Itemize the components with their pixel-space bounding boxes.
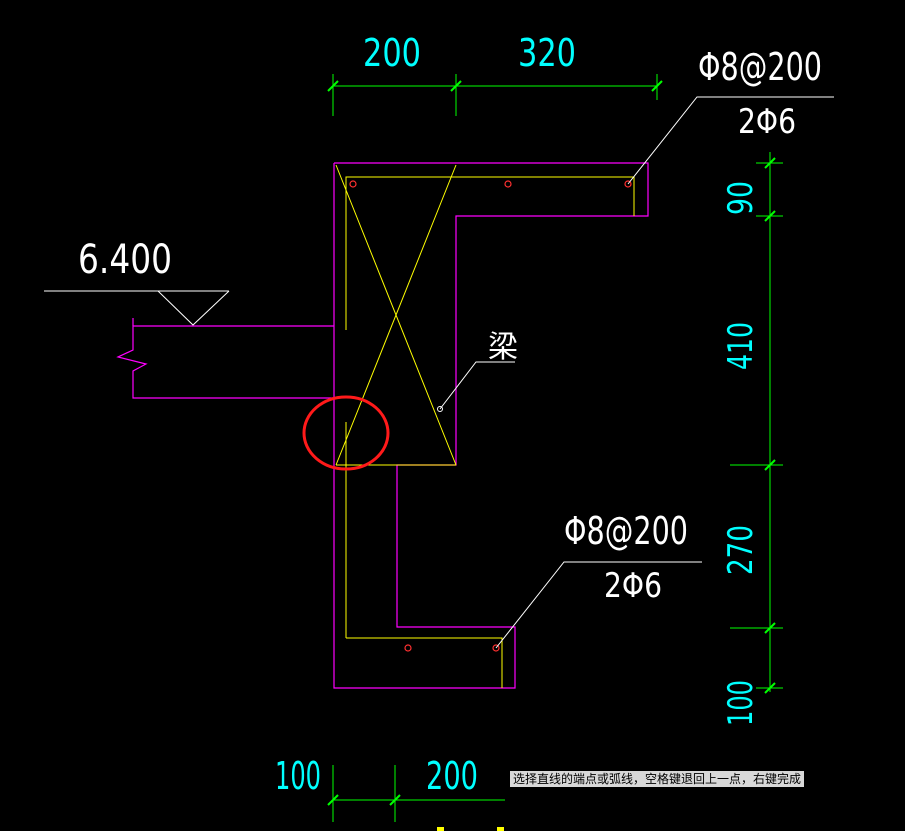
right-dim-100: 100 [721, 680, 761, 726]
elevation-value: 6.400 [78, 237, 172, 283]
upper-rebar-longitudinal: 2Φ6 [738, 102, 796, 142]
beam-leader [437, 361, 515, 412]
highlight-circle [302, 395, 390, 471]
bottom-dim-200: 200 [426, 754, 478, 798]
lower-rebar-longitudinal: 2Φ6 [604, 566, 662, 606]
top-dim-200: 200 [363, 31, 421, 75]
rebar-dots [349, 180, 632, 652]
upper-rebar-stirrup: Φ8@200 [698, 45, 822, 89]
top-dimension [327, 74, 663, 116]
bottom-edge-mark-right [497, 827, 504, 831]
bottom-dimension [327, 765, 505, 822]
upper-rebar-leader [627, 96, 834, 185]
command-tooltip: 选择直线的端点或弧线，空格键退回上一点，右键完成 [510, 771, 805, 787]
bottom-edge-mark-left [437, 827, 444, 831]
elevation-mark [44, 290, 230, 326]
right-dim-90: 90 [721, 181, 761, 215]
right-dimension [730, 152, 783, 694]
slab-outline [116, 325, 334, 399]
right-dim-410: 410 [721, 322, 761, 370]
right-dim-270: 270 [721, 525, 761, 575]
lower-rebar-stirrup: Φ8@200 [564, 509, 688, 553]
bottom-dim-100: 100 [275, 754, 321, 798]
top-dim-320: 320 [518, 31, 576, 75]
section-outline [333, 162, 649, 689]
beam-label: 梁 [488, 330, 518, 365]
rebar-cage [335, 164, 635, 688]
lower-rebar-leader [495, 561, 702, 649]
